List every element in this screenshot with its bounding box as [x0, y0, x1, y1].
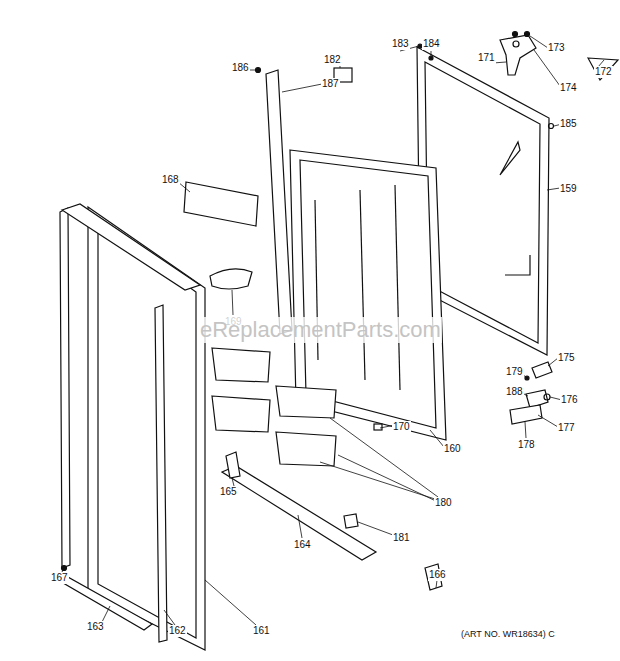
door-bin — [276, 432, 336, 466]
callout-number: 163 — [86, 621, 105, 633]
screw — [62, 566, 67, 571]
screw — [513, 32, 518, 37]
callout-number: 172 — [594, 66, 613, 78]
retainer-strip — [155, 305, 167, 642]
callout-number: 176 — [560, 394, 579, 406]
callout-number: 174 — [559, 82, 578, 94]
panel-arrow — [500, 142, 520, 175]
washer — [549, 124, 554, 129]
callout-number: 184 — [422, 38, 441, 50]
hinge-hole — [513, 41, 519, 47]
screw — [525, 32, 530, 37]
retainer-strip — [60, 208, 70, 568]
door-bin — [212, 396, 270, 432]
liner-inner — [300, 160, 436, 428]
callout-number: 181 — [392, 532, 411, 544]
callout-number: 175 — [557, 352, 576, 364]
end-cap — [226, 452, 240, 478]
callout-number: 179 — [505, 366, 524, 378]
callout-number: 173 — [547, 42, 566, 54]
callout-number: 177 — [557, 422, 576, 434]
callout-number: 166 — [428, 569, 447, 581]
door-bin — [212, 348, 270, 382]
hinge-cap — [588, 58, 618, 80]
clip — [344, 514, 358, 528]
callout-number: 170 — [392, 421, 411, 433]
door-stop — [510, 405, 542, 424]
bushing — [544, 394, 550, 400]
callout-number: 160 — [443, 443, 462, 455]
callout-number: 188 — [505, 386, 524, 398]
callout-number: 161 — [252, 625, 271, 637]
leader-lines — [62, 36, 604, 625]
bottom-hinge — [532, 362, 552, 378]
screw — [256, 68, 261, 73]
callout-number: 164 — [293, 539, 312, 551]
callout-number: 180 — [434, 497, 453, 509]
callout-number: 171 — [477, 52, 496, 64]
callout-number: 159 — [559, 183, 578, 195]
callout-number: 186 — [231, 62, 250, 74]
door-shelf-bar — [222, 466, 376, 560]
retainer-strip — [58, 576, 152, 630]
callout-number: 162 — [168, 625, 187, 637]
egg-dish — [210, 269, 252, 289]
door-gasket — [88, 207, 205, 650]
callout-number: 185 — [559, 118, 578, 130]
door-bin — [276, 386, 336, 418]
callout-number: 165 — [219, 486, 238, 498]
art-number: (ART NO. WR18634) C — [460, 628, 556, 640]
hinge — [500, 35, 536, 75]
callout-number: 167 — [50, 572, 69, 584]
trim-strip — [266, 70, 292, 334]
callout-number: 187 — [321, 78, 340, 90]
dairy-cover — [184, 182, 258, 226]
watermark: eReplacementParts.com — [199, 317, 442, 343]
retainer-strip — [62, 204, 200, 290]
panel-latch-plate — [505, 255, 530, 275]
callout-number: 183 — [391, 38, 410, 50]
callout-number: 182 — [323, 54, 342, 66]
door-panel-inner — [425, 62, 540, 343]
liner-clip — [374, 424, 382, 430]
liner-rib — [360, 190, 365, 380]
liner-rib — [395, 185, 400, 390]
callout-number: 168 — [161, 174, 180, 186]
callout-number: 178 — [517, 439, 536, 451]
